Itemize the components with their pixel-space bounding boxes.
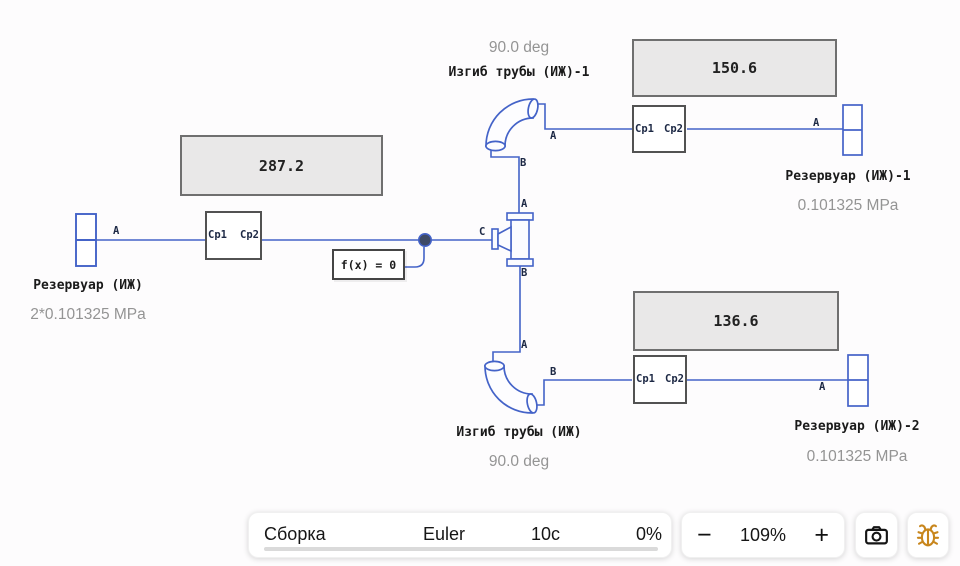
bend-top-name: Изгиб трубы (ИЖ)-1 [448,65,590,80]
wire-tee-to-bendbottom[interactable] [492,266,521,361]
zoom-out-button[interactable]: − [697,520,712,549]
port-label-cp1: Cp1 [208,229,227,242]
port-label-a: A [813,117,820,129]
sim-progress-label: 0% [636,524,663,544]
snapshot-button[interactable] [855,512,898,558]
simulation-status-bar: Сборка Euler 10c 0% [248,512,672,558]
reservoir-bottom-param: 0.101325 MPa [806,448,908,465]
solver-label: f(x) = 0 [340,257,397,272]
port-label-c: C [479,226,486,238]
port-label-a: A [113,225,120,237]
reservoir-left-shape[interactable] [75,213,97,267]
bend-bottom-name: Изгиб трубы (ИЖ) [456,425,582,440]
sim-solver-label[interactable]: Euler [423,524,466,544]
tee-junction-shape[interactable] [491,212,534,267]
reservoir-bottom-shape[interactable] [847,354,869,407]
port-label-cp2: Cp2 [664,122,683,135]
pipe-segment-left[interactable]: Cp1 Cp2 [205,211,262,260]
display-left-value: 287.2 [258,156,305,175]
bug-icon [914,521,942,549]
display-block-left[interactable]: 287.2 [180,135,383,196]
port-label-cp2: Cp2 [665,373,684,386]
reservoir-top-shape[interactable] [842,104,863,156]
port-label-a: A [550,130,557,142]
wire-bendtop-to-pipe-top[interactable] [537,103,632,130]
reservoir-top-param: 0.101325 MPa [797,197,899,214]
port-label-cp1: Cp1 [635,122,654,135]
sim-time-label[interactable]: 10c [531,524,561,544]
port-label-b: B [521,267,528,279]
camera-icon [863,522,890,549]
zoom-in-button[interactable]: + [814,520,829,549]
debug-button[interactable] [907,512,949,558]
bend-top-param: 90.0 deg [488,39,550,56]
port-label-cp2: Cp2 [240,229,259,242]
pipe-bend-top-shape[interactable] [485,98,540,152]
reservoir-left-name: Резервуар (ИЖ) [33,278,143,293]
sim-stage-label[interactable]: Сборка [264,524,326,544]
zoom-level[interactable]: 109% [739,524,787,545]
junction-node[interactable] [417,233,432,248]
solver-config-block[interactable]: f(x) = 0 [332,249,405,280]
bend-bottom-param: 90.0 deg [488,453,550,470]
zoom-control: − 109% + [681,512,845,558]
display-block-top[interactable]: 150.6 [632,39,837,97]
pipe-segment-top[interactable]: Cp1 Cp2 [632,105,686,153]
port-label-a: A [521,339,528,351]
port-label-b: B [550,366,557,378]
port-label-a: A [521,198,528,210]
pipe-segment-bottom[interactable]: Cp1 Cp2 [633,355,687,404]
port-label-a: A [819,381,826,393]
display-block-bottom[interactable]: 136.6 [633,291,839,351]
port-label-cp1: Cp1 [636,373,655,386]
sim-progress-track [264,547,658,551]
reservoir-bottom-name: Резервуар (ИЖ)-2 [794,419,920,434]
reservoir-top-name: Резервуар (ИЖ)-1 [785,169,911,184]
wire-bendbottom-to-pipe-bottom[interactable] [536,379,632,406]
port-label-b: B [520,157,527,169]
pipe-bend-bottom-shape[interactable] [484,360,539,414]
reservoir-left-param: 2*0.101325 MPa [30,306,146,323]
wire-bendtop-to-tee[interactable] [490,150,520,213]
display-top-value: 150.6 [711,59,758,77]
display-bottom-value: 136.6 [713,312,759,330]
wire-solver-connector[interactable] [405,247,425,268]
